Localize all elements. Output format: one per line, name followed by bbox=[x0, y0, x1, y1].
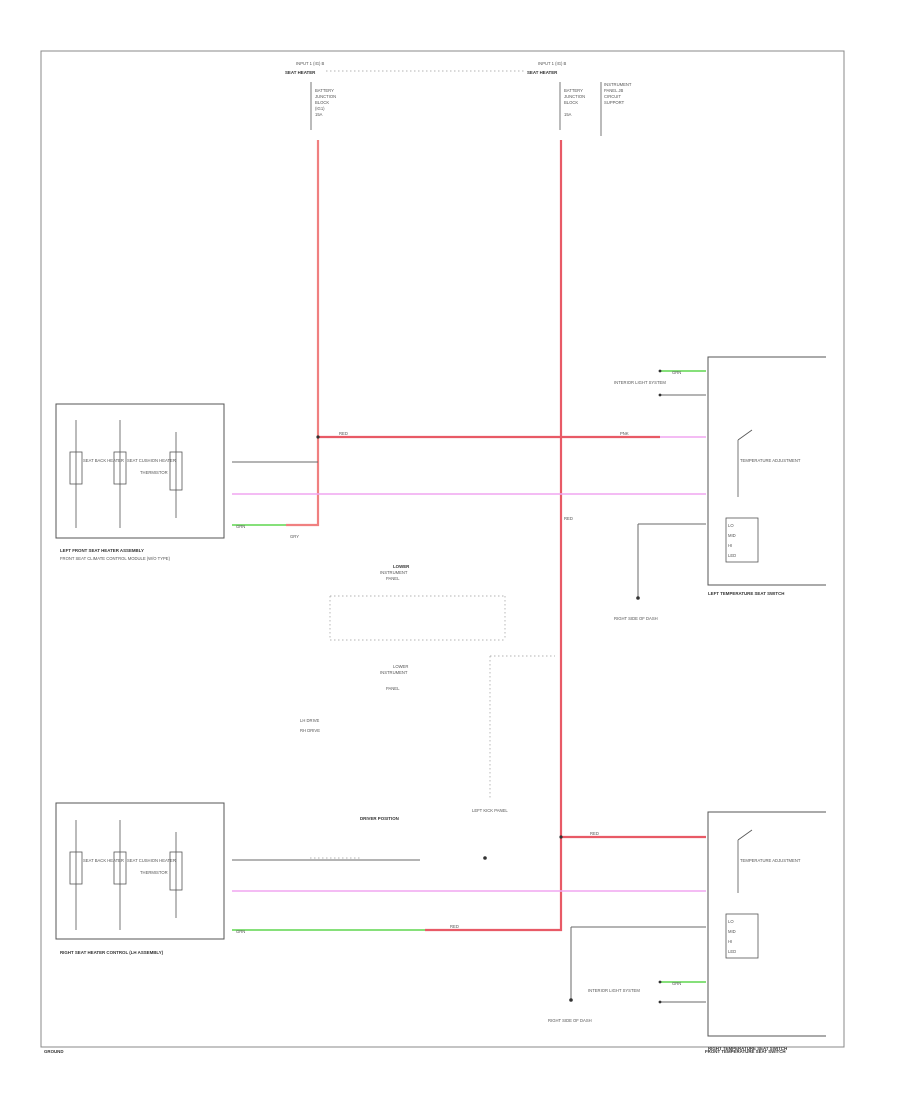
center-block-bottom-2: INSTRUMENT bbox=[380, 670, 408, 675]
right-switch-input: INTERIOR LIGHT SYSTEM bbox=[588, 988, 640, 993]
right-switch-led-4: LED bbox=[728, 949, 736, 954]
right-switch-led-2: MID bbox=[728, 929, 736, 934]
right-switch-led-1: LO bbox=[728, 919, 734, 924]
center-block-line-2: INSTRUMENT bbox=[380, 570, 408, 575]
junction-node bbox=[658, 980, 662, 984]
fuse-right-line-3: BLOCK bbox=[564, 100, 578, 105]
wire-red-right-vertical bbox=[425, 140, 563, 932]
wire-label-red-3: RED bbox=[450, 924, 459, 929]
right-module-element-2: SEAT CUSHION HEATER bbox=[127, 858, 176, 863]
ground-node bbox=[636, 596, 640, 600]
fuse-left-line-1: BATTERY bbox=[315, 88, 334, 93]
fuse-right-extra-1: INSTRUMENT bbox=[604, 82, 632, 87]
wire-label-green: GRN bbox=[236, 524, 245, 529]
center-block-line-3: PANEL bbox=[386, 576, 400, 581]
ground-node bbox=[569, 998, 573, 1002]
center-block-bottom-1: LOWER bbox=[393, 664, 408, 669]
wire-label-gray: GRY bbox=[290, 534, 299, 539]
fuse-note-left: BATTERY JUNCTION BLOCK (IG1) 15A bbox=[315, 88, 336, 117]
fuse-note-right: BATTERY JUNCTION BLOCK 15A INSTRUMENT PA… bbox=[564, 82, 632, 136]
fuse-left-line-2: JUNCTION bbox=[315, 94, 336, 99]
top-connector-left: INPUT 1 (IG) B SEAT HEATER bbox=[285, 61, 325, 75]
fuse-right-line-4: 15A bbox=[564, 112, 572, 117]
right-module-title: RIGHT SEAT HEATER CONTROL (LH ASSEMBLY) bbox=[60, 950, 164, 955]
right-switch-title: RIGHT TEMPERATURE SEAT SWITCH bbox=[708, 1046, 787, 1051]
footer-left: GROUND bbox=[44, 1049, 64, 1054]
legend-lh: LH DRIVE bbox=[300, 718, 320, 723]
left-switch-led-4: LED bbox=[728, 553, 736, 558]
fuse-left-line-4: (IG1) bbox=[315, 106, 325, 111]
right-seat-heater-module: SEAT BACK HEATER SEAT CUSHION HEATER THE… bbox=[55, 802, 225, 940]
left-switch-title: LEFT TEMPERATURE SEAT SWITCH bbox=[708, 591, 784, 596]
drive-legend: LH DRIVE RH DRIVE bbox=[300, 718, 320, 733]
left-switch-led-1: LO bbox=[728, 523, 734, 528]
left-module-element-1: SEAT BACK HEATER bbox=[83, 458, 124, 463]
junction-node bbox=[658, 1000, 662, 1004]
wire-label-green-4: GRN bbox=[672, 981, 681, 986]
wire-label-green-2: GRN bbox=[236, 929, 245, 934]
top-right-label: SEAT HEATER bbox=[527, 70, 558, 75]
right-module-element-3: THERMISTOR bbox=[140, 870, 168, 875]
junction-node bbox=[316, 435, 320, 439]
junction-node bbox=[658, 393, 662, 397]
fuse-right-line-2: JUNCTION bbox=[564, 94, 585, 99]
top-left-label: SEAT HEATER bbox=[285, 70, 316, 75]
right-switch-led-3: HI bbox=[728, 939, 732, 944]
fuse-right-extra-4: SUPPORT bbox=[604, 100, 625, 105]
top-left-sub: INPUT 1 (IG) B bbox=[296, 61, 325, 66]
center-bottom-title: DRIVER POSITION bbox=[360, 816, 399, 821]
fuse-left-line-5: 15A bbox=[315, 112, 323, 117]
top-right-sub: INPUT 1 (IG) B bbox=[538, 61, 567, 66]
wire-label-red-right: RED bbox=[564, 516, 573, 521]
left-module-title: LEFT FRONT SEAT HEATER ASSEMBLY bbox=[60, 548, 144, 553]
center-block-bottom-3: PANEL bbox=[386, 686, 400, 691]
legend-rh: RH DRIVE bbox=[300, 728, 320, 733]
fuse-right-line-1: BATTERY bbox=[564, 88, 583, 93]
fuse-right-extra-2: PANEL JB bbox=[604, 88, 624, 93]
fuse-left-line-3: BLOCK bbox=[315, 100, 329, 105]
left-switch-ground: RIGHT SIDE OF DASH bbox=[614, 616, 658, 621]
left-seat-heater-module: SEAT BACK HEATER SEAT CUSHION HEATER THE… bbox=[55, 403, 225, 539]
wire-label-red: RED bbox=[339, 431, 348, 436]
center-block-line-1: LOWER bbox=[393, 564, 410, 569]
left-module-element-3: THERMISTOR bbox=[140, 470, 168, 475]
left-switch-detail: TEMPERATURE ADJUSTMENT bbox=[740, 458, 801, 463]
right-switch-detail: TEMPERATURE ADJUSTMENT bbox=[740, 858, 801, 863]
left-module-element-2: SEAT CUSHION HEATER bbox=[127, 458, 176, 463]
right-module-element-1: SEAT BACK HEATER bbox=[83, 858, 124, 863]
junction-node bbox=[658, 369, 662, 373]
wire-label-red-2: RED bbox=[590, 831, 599, 836]
diagram-frame bbox=[40, 50, 845, 1048]
wire-label-green-3: GRN bbox=[672, 370, 681, 375]
left-module-subtitle: FRONT SEAT CLIMATE CONTROL MODULE (W/O T… bbox=[60, 556, 171, 561]
left-temperature-seat-switch: LO MID HI LED TEMPERATURE ADJUSTMENT bbox=[707, 356, 826, 586]
junction-node bbox=[559, 835, 563, 839]
right-temperature-seat-switch: LO MID HI LED TEMPERATURE ADJUSTMENT bbox=[707, 811, 826, 1037]
wire-label-pink: PNK bbox=[620, 431, 629, 436]
ground-node bbox=[483, 856, 487, 860]
left-switch-input: INTERIOR LIGHT SYSTEM bbox=[614, 380, 666, 385]
top-connector-right: INPUT 1 (IG) B SEAT HEATER bbox=[527, 61, 567, 75]
fuse-right-extra-3: CIRCUIT bbox=[604, 94, 621, 99]
footer-right: FRONT TEMPERATURE SEAT SWITCH bbox=[705, 1049, 786, 1054]
wire-gray-left-switch-ground bbox=[637, 523, 706, 598]
center-bottom-ground: LEFT KICK PANEL bbox=[472, 808, 508, 813]
center-connector-block: LOWER INSTRUMENT PANEL LOWER INSTRUMENT … bbox=[329, 564, 555, 800]
wire-red-left-vertical bbox=[286, 140, 320, 527]
center-bottom-block: DRIVER POSITION LEFT KICK PANEL bbox=[310, 808, 508, 859]
right-switch-ground: RIGHT SIDE OF DASH bbox=[548, 1018, 592, 1023]
wire-gray-right-switch-ground bbox=[570, 926, 706, 1000]
left-switch-led-3: HI bbox=[728, 543, 732, 548]
left-switch-led-2: MID bbox=[728, 533, 736, 538]
